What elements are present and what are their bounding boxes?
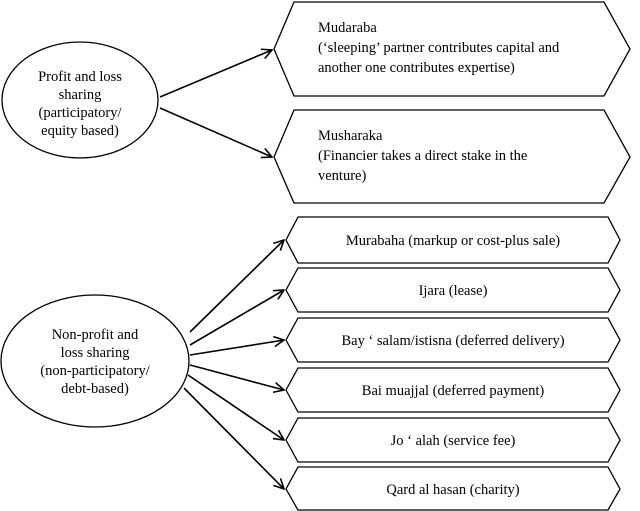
instrument-label-line: Bai muajjal (deferred payment) [362,383,545,399]
instrument-label-line: Ijara (lease) [419,283,488,299]
instrument-hexagon [285,417,621,463]
category-ellipse [1,41,159,159]
instrument-label-line: (Financier takes a direct stake in the [318,148,527,164]
category-label-line: (non-participatory/ [40,363,150,379]
instrument-hexagon [273,1,631,97]
category-profit-loss-sharing: Profit and loss sharing (participatory/ … [1,41,159,159]
instrument-hexagon [273,109,631,204]
category-label-line: sharing [59,87,102,103]
instrument-musharaka: Musharaka (Financier takes a direct stak… [273,109,631,204]
arrow-to-jo-alah [187,374,284,440]
category-non-profit-loss-sharing: Non-profit and loss sharing (non-partici… [0,294,190,428]
instrument-hexagon [285,367,621,413]
instrument-label-line: venture) [318,168,366,184]
instrument-label-line: Murabaha (markup or cost-plus sale) [346,233,560,249]
arrow-to-musharaka [159,107,272,157]
instrument-label-line: another one contributes expertise) [318,60,515,76]
instrument-label-line: Jo ‘ alah (service fee) [391,433,516,449]
category-label-line: debt-based) [61,381,129,397]
arrow-to-qard-al-hasan [183,387,284,489]
category-label-line: loss sharing [61,345,130,361]
category-label-line: Non-profit and [52,327,139,343]
instrument-label-line: Mudaraba [318,20,377,36]
category-label-line: Profit and loss [38,69,122,85]
arrow-to-murabaha [189,240,284,333]
category-label-line: (participatory/ [39,105,123,121]
arrow-to-ijara [189,290,284,346]
instrument-mudaraba: Mudaraba (‘sleeping’ partner contributes… [273,1,631,97]
category-label-line: equity based) [41,123,119,139]
category-ellipse [0,294,190,428]
instrument-bai-muajjal: Bai muajjal (deferred payment) [285,367,621,413]
arrow-to-bay-salam-istisna [189,340,284,356]
instrument-qard-al-hasan: Qard al hasan (charity) [285,466,621,511]
instrument-label-line: Qard al hasan (charity) [386,482,519,498]
instrument-label-line: (‘sleeping’ partner contributes capital … [318,40,560,56]
instrument-hexagon [285,267,621,313]
arrow-to-mudaraba [159,50,272,98]
instrument-murabaha: Murabaha (markup or cost-plus sale) [285,216,621,264]
instrument-ijara: Ijara (lease) [285,267,621,313]
instrument-jo-alah: Jo ‘ alah (service fee) [285,417,621,463]
instrument-label-line: Musharaka [318,128,383,144]
arrow-to-bai-muajjal [189,364,284,390]
instrument-hexagon [285,466,621,511]
instrument-hexagon [285,216,621,264]
instrument-bay-salam-istisna: Bay ‘ salam/istisna (deferred delivery) [285,317,621,363]
instrument-hexagon [285,317,621,363]
connector-arrows [159,50,284,489]
instrument-label-line: Bay ‘ salam/istisna (deferred delivery) [341,333,564,349]
